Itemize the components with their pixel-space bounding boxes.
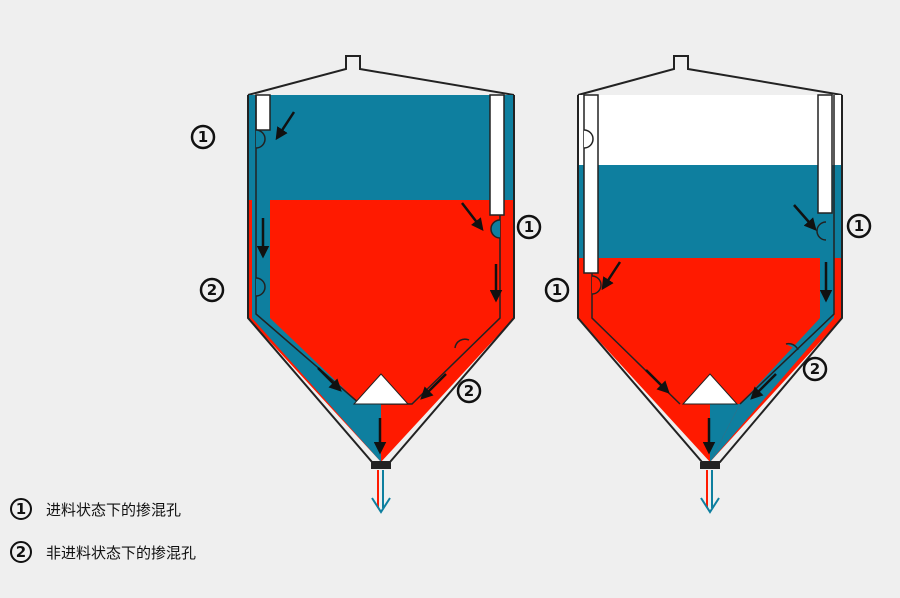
- left-hole-3: [490, 219, 501, 239]
- right-arrow-5: [750, 373, 777, 400]
- right-arrow-2: [793, 204, 817, 231]
- right-outlet: [700, 462, 720, 469]
- left-pipe-right: [489, 94, 505, 216]
- left-silo-roof: [247, 55, 515, 96]
- legend-text: 非进料状态下的掺混孔: [46, 543, 197, 562]
- left-marker-2: 2: [199, 277, 225, 303]
- left-marker-1: 1: [190, 124, 216, 150]
- right-pipe-right: [817, 94, 833, 214]
- left-pipe-upper-left: [255, 94, 271, 131]
- legend-number: 2: [10, 541, 32, 563]
- left-arrow-1: [275, 111, 296, 141]
- right-deflector: [681, 373, 739, 405]
- left-silo: 1 2 1 2: [190, 55, 542, 514]
- left-outlet-arrowhead: [371, 497, 391, 514]
- right-cone-blue: [710, 404, 740, 462]
- right-blue-layer: [578, 165, 842, 258]
- left-blue-layer: [248, 95, 514, 200]
- right-silo-roof: [577, 55, 843, 96]
- right-arrow-1: [601, 261, 622, 291]
- svg-text:1: 1: [552, 281, 562, 299]
- svg-text:1: 1: [524, 218, 534, 236]
- right-hole-1: [583, 129, 594, 149]
- left-marker-4: 2: [456, 378, 482, 404]
- right-pipe-left: [583, 94, 599, 274]
- left-deflector: [352, 373, 410, 405]
- svg-text:2: 2: [810, 360, 820, 378]
- right-silo-inner-right: [739, 95, 835, 405]
- right-marker-2: 1: [846, 213, 872, 239]
- right-empty-space: [578, 95, 842, 165]
- legend-item-feeding: 1 进料状态下的掺混孔: [10, 498, 181, 520]
- right-marker-3: 2: [802, 356, 828, 382]
- svg-text:1: 1: [198, 128, 208, 146]
- left-marker-3: 1: [516, 214, 542, 240]
- left-hole-1: [255, 129, 266, 149]
- svg-text:1: 1: [854, 217, 864, 235]
- left-arrow-6: [420, 373, 447, 400]
- left-arrow-5: [317, 367, 342, 392]
- left-wall-channel: [252, 95, 381, 462]
- right-hole-2: [591, 275, 602, 295]
- right-outlet-arrowhead: [700, 497, 720, 514]
- right-red-layer: [578, 258, 842, 462]
- svg-text:2: 2: [207, 281, 217, 299]
- left-hole-2: [255, 277, 266, 297]
- left-arrow-3: [461, 202, 484, 231]
- right-hole-4: [785, 342, 799, 351]
- legend-item-non-feeding: 2 非进料状态下的掺混孔: [10, 541, 196, 563]
- right-arrow-4: [645, 369, 670, 394]
- legend-number: 1: [10, 498, 32, 520]
- svg-text:2: 2: [464, 382, 474, 400]
- legend-text: 进料状态下的掺混孔: [46, 500, 182, 519]
- left-red-layer: [248, 200, 514, 462]
- left-outlet: [371, 462, 391, 469]
- right-marker-1: 1: [544, 277, 570, 303]
- right-hole-3: [816, 221, 827, 241]
- left-hole-4: [454, 338, 470, 349]
- right-silo: 1 1 2: [544, 55, 872, 514]
